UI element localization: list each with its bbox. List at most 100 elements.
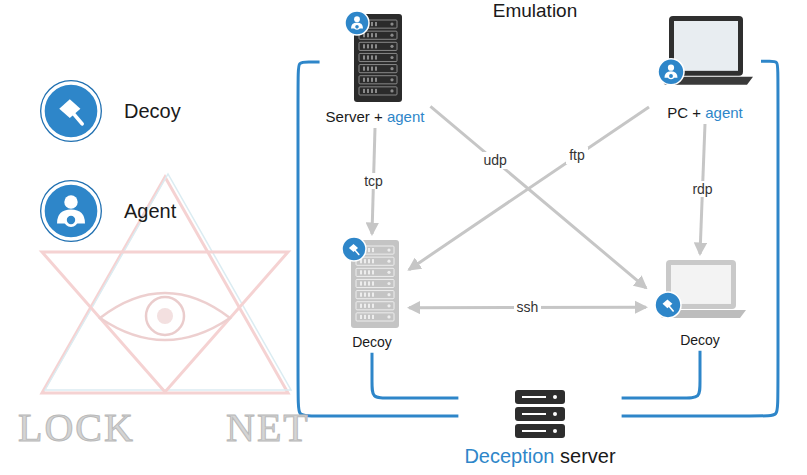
server-vent bbox=[372, 270, 374, 274]
server-vent bbox=[371, 33, 373, 37]
agent-gear bbox=[355, 24, 360, 29]
server-vent bbox=[364, 304, 366, 308]
node-label: Server + bbox=[326, 108, 383, 126]
link-line bbox=[372, 353, 458, 398]
decoy-badge bbox=[342, 237, 366, 261]
server-led bbox=[390, 89, 393, 92]
server-slot bbox=[356, 279, 394, 287]
decoy-cube bbox=[663, 300, 673, 309]
server-led bbox=[390, 67, 393, 70]
deception-slot bbox=[522, 396, 546, 398]
server-led bbox=[390, 34, 393, 37]
server-vent bbox=[364, 270, 366, 274]
server-vent bbox=[375, 55, 377, 59]
agent-pc: PC +agent bbox=[649, 10, 761, 124]
agent-gear bbox=[668, 73, 673, 78]
node-icon bbox=[344, 10, 406, 104]
agent-gear bbox=[65, 214, 76, 225]
server-vent bbox=[375, 89, 377, 93]
server-vent bbox=[367, 89, 369, 93]
server-vent bbox=[364, 293, 366, 297]
server-vent bbox=[367, 33, 369, 37]
icon-group bbox=[342, 237, 399, 328]
node-icon bbox=[652, 256, 748, 328]
deception-server: Deceptionserver bbox=[458, 386, 621, 470]
server-vent bbox=[368, 304, 370, 308]
server-vent bbox=[375, 67, 377, 71]
server-vent bbox=[367, 78, 369, 82]
server-vent bbox=[371, 44, 373, 48]
decoy-pc: Decoy bbox=[646, 254, 754, 351]
server-led bbox=[387, 260, 390, 263]
watermark-triangle bbox=[42, 177, 288, 393]
protocol-arrow bbox=[430, 106, 646, 287]
legend-label: Decoy bbox=[124, 100, 181, 123]
server-slot bbox=[356, 291, 394, 299]
server-slot bbox=[359, 65, 397, 73]
deception-led bbox=[553, 429, 557, 433]
server-vent bbox=[375, 78, 377, 82]
decoy-badge bbox=[655, 292, 681, 318]
server-vent bbox=[368, 315, 370, 319]
server-led bbox=[387, 282, 390, 285]
legend-icon-group bbox=[40, 80, 102, 142]
server-slot bbox=[356, 302, 394, 310]
server-vent bbox=[360, 293, 362, 297]
server-rack bbox=[351, 240, 399, 328]
server-vent bbox=[360, 315, 362, 319]
server-led bbox=[390, 56, 393, 59]
legend-entry: Decoy bbox=[38, 78, 181, 144]
decoy-hammer bbox=[669, 306, 674, 311]
watermark-pupil bbox=[157, 308, 173, 324]
server-vent bbox=[363, 55, 365, 59]
laptop-screen bbox=[671, 265, 731, 304]
agent-head bbox=[64, 195, 77, 208]
node-label-row: PC +agent bbox=[667, 104, 743, 122]
decoy-badge bbox=[43, 83, 99, 139]
server-vent bbox=[363, 67, 365, 71]
agent-badge bbox=[43, 183, 99, 239]
agent-server: Server +agent bbox=[320, 8, 431, 128]
server-vent bbox=[368, 281, 370, 285]
server-vent bbox=[371, 89, 373, 93]
agent-head bbox=[354, 16, 360, 22]
watermark-text: NET bbox=[226, 404, 310, 451]
node-icon bbox=[341, 236, 403, 330]
server-vent bbox=[363, 44, 365, 48]
legend-entry: Agent bbox=[38, 178, 176, 244]
deception-unit bbox=[515, 424, 565, 438]
icon-group bbox=[658, 16, 753, 85]
server-slot bbox=[359, 42, 397, 50]
node-label-row: Decoy bbox=[680, 332, 720, 349]
watermark-star bbox=[42, 174, 291, 393]
watermark-iris bbox=[146, 297, 184, 335]
legend-icon bbox=[38, 178, 104, 244]
icon-group bbox=[515, 390, 565, 438]
server-vent bbox=[368, 293, 370, 297]
server-vent bbox=[371, 55, 373, 59]
watermark-triangle bbox=[42, 252, 288, 392]
deception-unit bbox=[515, 390, 565, 404]
server-vent bbox=[371, 22, 373, 26]
legend-label: Agent bbox=[124, 200, 176, 223]
link-line bbox=[298, 62, 458, 416]
legend-ring bbox=[40, 180, 102, 242]
server-slot bbox=[359, 87, 397, 95]
protocol-label: ssh bbox=[514, 299, 542, 316]
server-led bbox=[390, 78, 393, 81]
server-vent bbox=[363, 89, 365, 93]
deception-unit bbox=[515, 407, 565, 421]
server-led bbox=[387, 304, 390, 307]
diagram-title: Emulation bbox=[493, 0, 578, 22]
node-label: Decoy bbox=[680, 332, 720, 349]
server-vent bbox=[360, 281, 362, 285]
server-vent bbox=[363, 78, 365, 82]
server-led bbox=[387, 293, 390, 296]
node-label: Decoy bbox=[352, 334, 392, 351]
server-vent bbox=[371, 78, 373, 82]
decoy-cube bbox=[349, 244, 358, 252]
server-led bbox=[390, 45, 393, 48]
server-vent bbox=[360, 304, 362, 308]
server-vent bbox=[364, 281, 366, 285]
server-vent bbox=[368, 270, 370, 274]
